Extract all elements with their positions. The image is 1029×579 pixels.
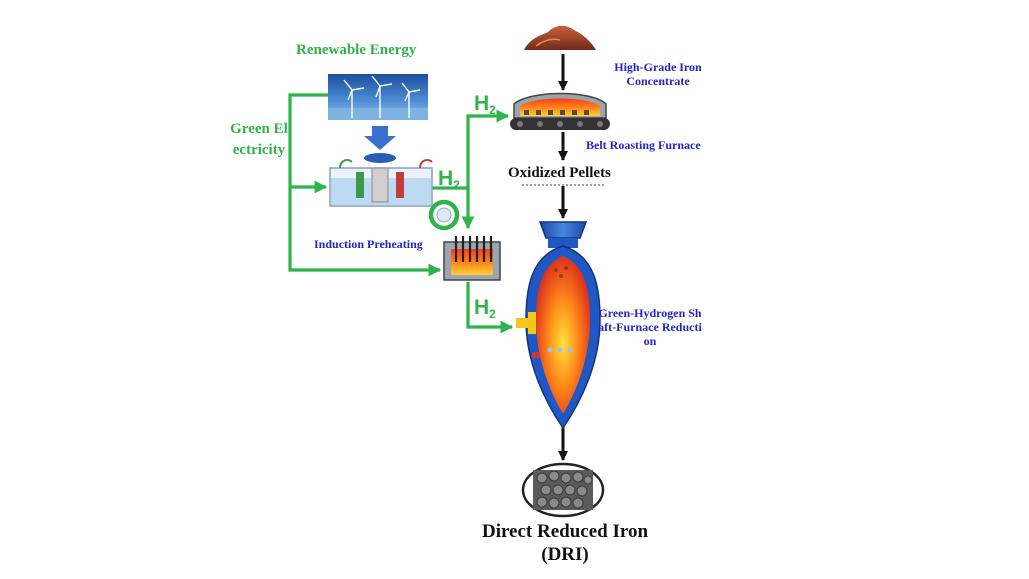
dri-pellets-icon [521, 462, 605, 518]
oxidized-pellets-label: Oxidized Pellets [508, 165, 611, 181]
belt-furnace-icon [510, 92, 610, 130]
hydrogen-storage-icon [428, 199, 460, 231]
hydrogen-label-electrolyzer: H2 [438, 167, 460, 192]
electrolyzer-icon [329, 153, 433, 207]
wind-turbine-icon [328, 74, 428, 120]
belt-roasting-furnace-label: Belt Roasting Furnace [586, 138, 701, 152]
energy-arrow-icon [364, 126, 396, 150]
ore-pile-icon [524, 25, 596, 50]
green-electricity-lines [288, 93, 514, 334]
iron-concentrate-label: High-Grade Iron Concentrate [614, 60, 702, 88]
renewable-energy-label: Renewable Energy [296, 42, 417, 58]
dri-label: Direct Reduced Iron (DRI) [430, 520, 700, 566]
induction-preheating-label: Induction Preheating [314, 237, 423, 251]
hydrogen-label-top: H2 [474, 92, 496, 117]
dri-abbreviation: (DRI) [541, 544, 589, 565]
dri-title: Direct Reduced Iron [481, 521, 649, 542]
hydrogen-label-shaft: H2 [474, 296, 496, 321]
shaft-furnace-reduction-label: Green-Hydrogen Shaft-Furnace Reduction [598, 306, 702, 348]
induction-heater-icon [443, 236, 501, 281]
shaft-furnace-icon [516, 221, 601, 430]
green-electricity-label: Green Electricity [230, 121, 288, 158]
